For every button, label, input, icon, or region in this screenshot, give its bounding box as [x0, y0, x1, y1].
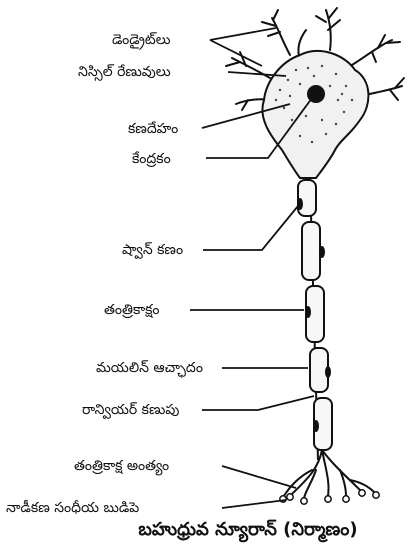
- label-node-of-ranvier: రాన్వియర్ కణుపు: [82, 402, 179, 418]
- label-schwann-cell: ష్వాన్ కణం: [122, 242, 183, 258]
- label-axon: తంత్రికాక్షం: [104, 302, 159, 318]
- leader-synaptic-knob: [222, 500, 286, 508]
- label-cell-body: కణదేహం: [128, 121, 178, 137]
- cell-body: [262, 51, 368, 178]
- label-axon-terminal: తంత్రికాక్ష అంత్యం: [74, 458, 169, 474]
- diagram-caption: బహుధ్రువ న్యూరాన్ (నిర్మాణం): [88, 519, 408, 544]
- leader-axon-end: [222, 466, 296, 488]
- label-dendrites: డెండ్రైట్‌లు: [112, 32, 171, 48]
- leader-dendrites-b: [210, 40, 262, 66]
- myelin-sheath: [298, 180, 332, 450]
- leader-dendrites-a: [210, 28, 276, 40]
- label-synaptic-knob: నాడీకణ సంధీయ బుడిపె: [6, 500, 139, 516]
- label-nucleus: కేంద్రకం: [132, 151, 171, 167]
- label-nissl-granules: నిస్సిల్ రేణువులు: [78, 64, 171, 80]
- leader-schwann: [203, 206, 298, 250]
- label-myelin-sheath: మయలిన్ ఆచ్ఛాదం: [96, 360, 203, 376]
- leader-ranvier: [202, 396, 314, 410]
